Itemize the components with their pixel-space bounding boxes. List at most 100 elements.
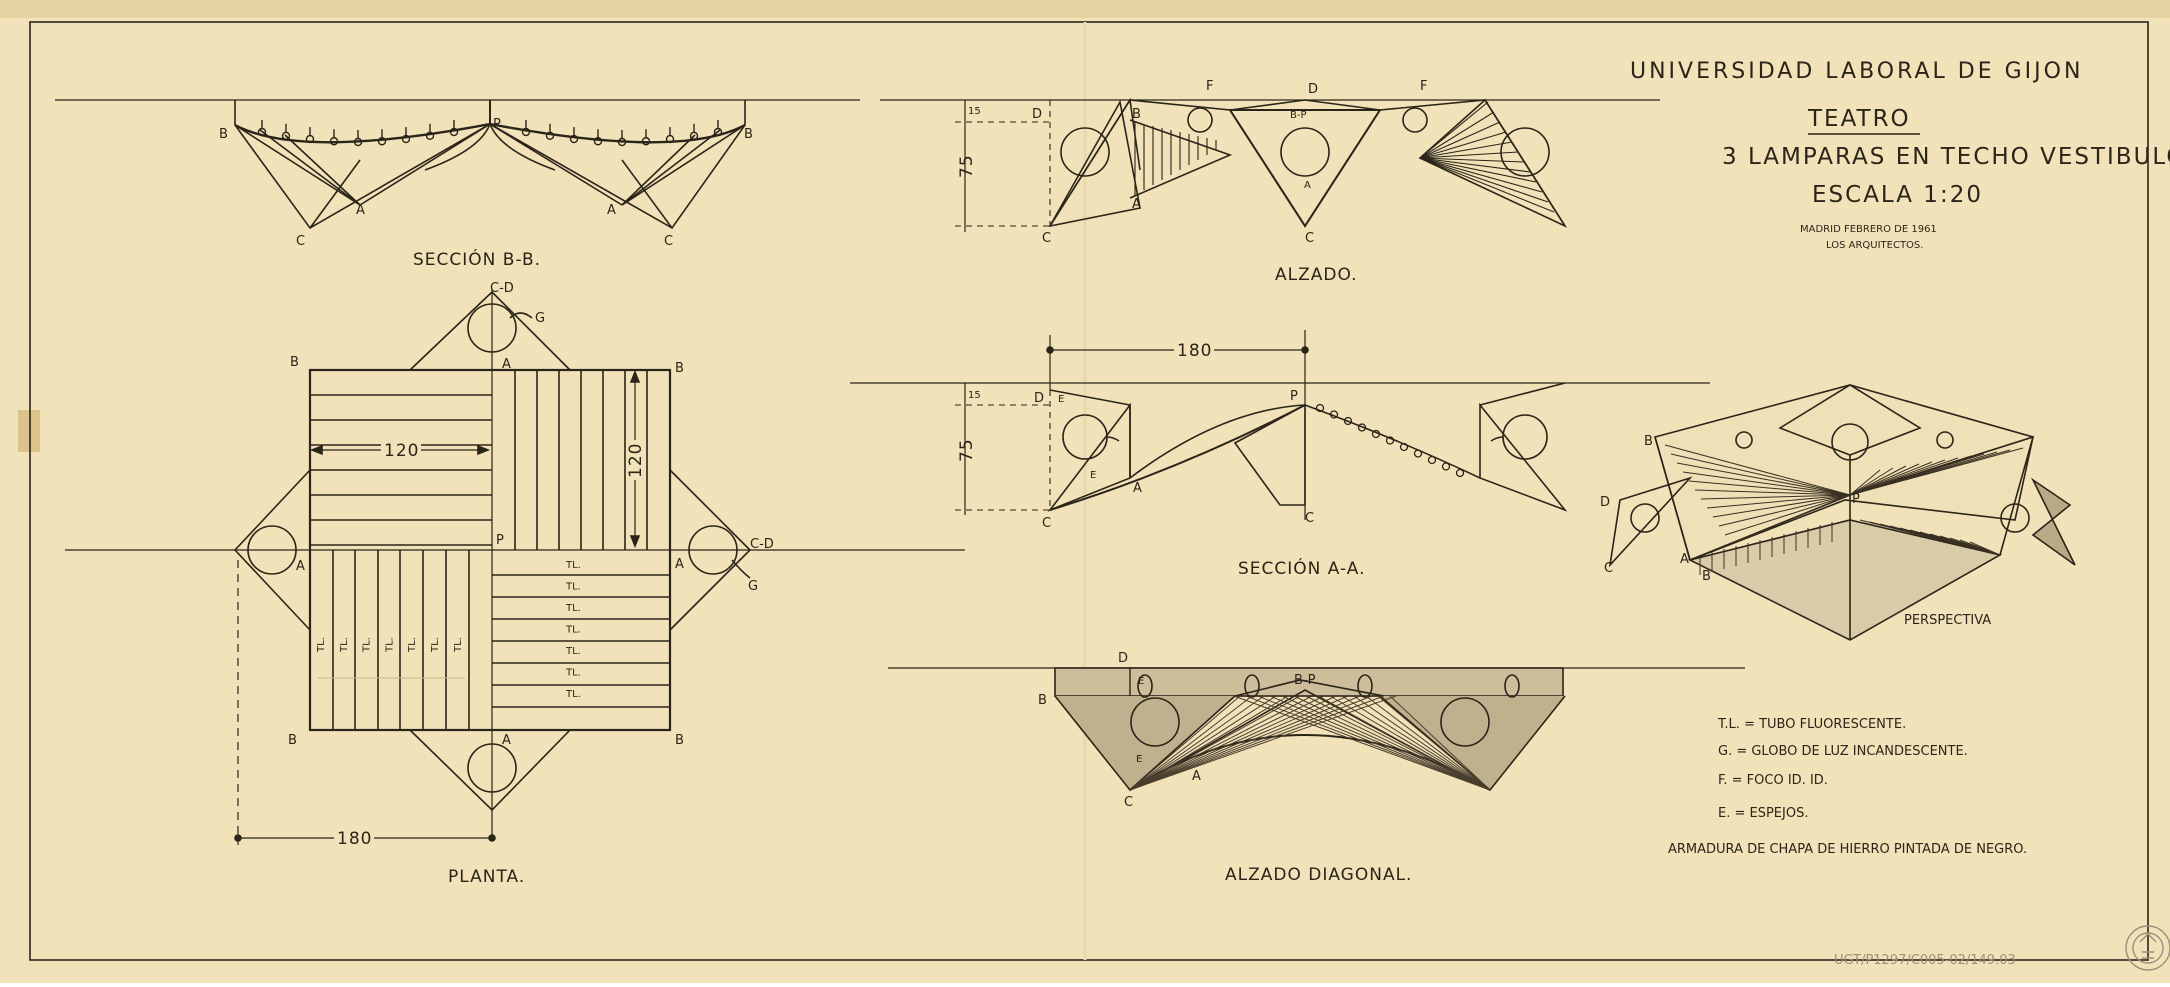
ray-line bbox=[1419, 131, 1507, 159]
tl-label: TL. bbox=[565, 689, 581, 700]
label-diag-E-top: E bbox=[1138, 676, 1144, 687]
label-alz-B: B bbox=[1132, 107, 1141, 122]
globe-mark bbox=[713, 127, 723, 137]
globe-mark bbox=[1399, 442, 1409, 452]
building-title: TEATRO bbox=[1807, 106, 1911, 132]
ray-line bbox=[1389, 695, 1491, 791]
tl-label: TL. bbox=[453, 637, 464, 653]
tl-label: TL. bbox=[565, 646, 581, 657]
label-aa-C-mid: C bbox=[1305, 511, 1314, 526]
label-aa-E-mid: E bbox=[1090, 470, 1096, 481]
planta-tl-labels-left: TL.TL.TL.TL.TL.TL.TL. bbox=[316, 637, 464, 653]
ray-line bbox=[1849, 469, 1881, 496]
tl-label: TL. bbox=[430, 637, 441, 653]
dim-180-seccion-bg bbox=[1174, 340, 1214, 358]
tl-label: TL. bbox=[339, 637, 350, 653]
ray-line bbox=[1849, 465, 1907, 496]
globe-mark bbox=[305, 134, 315, 144]
planta-title: PLANTA. bbox=[448, 867, 525, 887]
drawing-border bbox=[29, 21, 2149, 961]
institution-title: UNIVERSIDAD LABORAL DE GIJON bbox=[1630, 59, 2083, 84]
globe-mark bbox=[521, 127, 531, 137]
tape-mark bbox=[18, 410, 40, 452]
ray-line bbox=[1700, 494, 1851, 500]
subject-title: 3 LAMPARAS EN TECHO VESTIBULO bbox=[1722, 144, 2170, 170]
dim-75-alzado: 75 bbox=[957, 154, 977, 178]
label-alz-BP: B-P bbox=[1290, 110, 1307, 121]
label-bb-P: P bbox=[493, 117, 501, 132]
dim-120-vertical: 120 bbox=[626, 443, 646, 478]
ray-line bbox=[1257, 695, 1491, 791]
ray-line bbox=[1129, 695, 1253, 791]
label-persp-P: P bbox=[1852, 492, 1860, 507]
label-persp-B-top: B bbox=[1644, 434, 1653, 449]
ray-line bbox=[1129, 695, 1265, 791]
globe-mark bbox=[353, 137, 363, 147]
alzado-diagonal-rays bbox=[1129, 695, 1491, 791]
label-alz-D-left: D bbox=[1032, 107, 1042, 122]
globe-mark bbox=[1315, 403, 1325, 413]
ray-line bbox=[1305, 695, 1491, 791]
label-planta-A-left: A bbox=[296, 559, 305, 574]
ray-line bbox=[1129, 695, 1325, 791]
label-persp-A: A bbox=[1680, 552, 1689, 567]
label-aa-P: P bbox=[1290, 389, 1298, 404]
globe-mark bbox=[1441, 462, 1451, 471]
archive-seal-stamp bbox=[2125, 925, 2170, 971]
ray-line bbox=[1129, 695, 1385, 791]
label-bb-C-left: C bbox=[296, 234, 305, 249]
ray-line bbox=[1245, 695, 1491, 791]
ray-line bbox=[1419, 157, 1543, 193]
ray-line bbox=[1419, 157, 1531, 173]
label-bb-B-left: B bbox=[219, 127, 228, 142]
label-diag-B: B bbox=[1038, 693, 1047, 708]
authors: LOS ARQUITECTOS. bbox=[1826, 240, 1923, 251]
ray-line bbox=[1341, 695, 1491, 791]
dim-75-seccion: 75 bbox=[957, 438, 977, 462]
label-planta-B-tr: B bbox=[675, 361, 684, 376]
globe-mark bbox=[1343, 416, 1353, 426]
label-planta-A-right: A bbox=[675, 557, 684, 572]
legend-g: G. = GLOBO DE LUZ INCANDESCENTE. bbox=[1718, 744, 1968, 759]
tl-label: TL. bbox=[565, 625, 581, 636]
label-planta-CD-top: C-D bbox=[490, 281, 514, 296]
ray-line bbox=[1849, 447, 2024, 496]
globe-mark bbox=[449, 127, 459, 137]
label-diag-A: A bbox=[1192, 769, 1201, 784]
label-planta-P: P bbox=[496, 533, 504, 548]
ray-line bbox=[1129, 695, 1349, 791]
alzado-hatching bbox=[1134, 101, 1555, 213]
label-persp-D: D bbox=[1600, 495, 1610, 510]
globe-mark bbox=[281, 131, 291, 141]
dim-120-h-bg bbox=[381, 441, 421, 459]
ray-line bbox=[1129, 695, 1361, 791]
globe-mark bbox=[1371, 429, 1381, 439]
globe-mark bbox=[665, 134, 675, 144]
label-bb-A-left: A bbox=[356, 203, 365, 218]
globe-mark bbox=[257, 127, 267, 137]
label-planta-B-tl: B bbox=[290, 355, 299, 370]
label-alz-A-mid: A bbox=[1304, 180, 1311, 191]
seccion-aa-globes bbox=[1315, 403, 1465, 478]
label-alz-F-left: F bbox=[1206, 79, 1213, 94]
tl-label: TL. bbox=[362, 637, 373, 653]
tl-label: TL. bbox=[565, 560, 581, 571]
alzado-diagonal-title: ALZADO DIAGONAL. bbox=[1225, 865, 1412, 885]
globe-mark bbox=[377, 137, 387, 146]
label-alz-A-left: A bbox=[1132, 197, 1141, 212]
globe-mark bbox=[617, 137, 627, 147]
label-aa-C-left: C bbox=[1042, 516, 1051, 531]
globe-mark bbox=[641, 137, 651, 146]
label-planta-G-right: G bbox=[748, 579, 758, 594]
ray-line bbox=[1718, 494, 1851, 527]
label-aa-A: A bbox=[1133, 481, 1142, 496]
globe-mark bbox=[569, 134, 579, 144]
label-planta-B-br: B bbox=[675, 733, 684, 748]
tl-label: TL. bbox=[316, 637, 327, 653]
globe-mark bbox=[329, 137, 339, 146]
label-diag-E-bottom: E bbox=[1136, 754, 1142, 765]
perspectiva-rays bbox=[1664, 444, 2024, 575]
label-planta-B-bl: B bbox=[288, 733, 297, 748]
seccion-bb-title: SECCIÓN B-B. bbox=[413, 248, 541, 270]
